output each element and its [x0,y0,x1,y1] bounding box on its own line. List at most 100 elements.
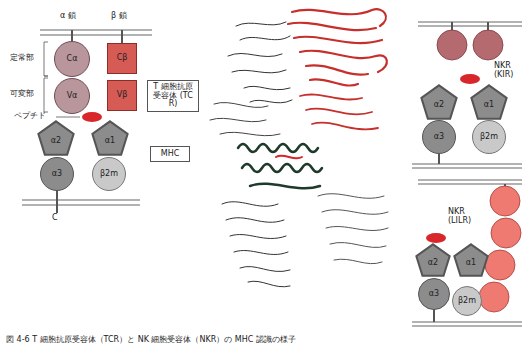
protein-ribbon [318,194,388,215]
part-label: 定常部 [10,54,34,63]
protein-domain: Vα [54,78,90,114]
domain-label: α2 [428,259,438,268]
domain-label: α3 [429,290,439,299]
protein-ribbon [300,94,378,129]
part-label: 可変部 [10,90,34,99]
protein-ribbon [236,22,290,40]
kir-domain [473,30,503,60]
protein-ribbon [306,65,368,74]
protein-ribbon [294,37,382,43]
protein-ribbon [276,156,302,159]
protein-domain: α3 [40,157,74,191]
protein-ribbon [210,102,280,135]
cell-membrane [418,25,522,26]
protein-ribbon [288,23,376,30]
part-label: β 鎖 [111,12,127,21]
domain-label: α2 [51,137,61,146]
domain-label: α3 [52,170,62,179]
protein-domain: α3 [422,120,456,154]
protein-ribbon [300,51,387,72]
domain-label: α1 [105,137,115,146]
protein-ribbon [210,102,268,121]
cell-membrane [40,29,152,30]
mhc-domain: α2 [421,85,457,119]
pentagon-outline [421,85,456,118]
protein-domain: β2m [452,286,482,316]
lilr-domain [479,186,521,312]
lilr-domain [479,282,509,312]
domain-label: α3 [434,133,444,142]
part-label: C [52,214,58,223]
peptide-oval [426,233,446,243]
lilr-domain [491,218,521,248]
cell-membrane [22,204,140,205]
chain-stalk [121,30,123,43]
protein-ribbon [312,123,378,130]
peptide-oval [82,112,102,122]
mhc-domain: α1 [92,121,128,155]
protein-ribbon [222,202,284,223]
domain-label: Cβ [117,54,128,63]
protein-ribbon [326,226,388,247]
cell-membrane [412,325,522,326]
protein-domain: α3 [418,278,450,310]
protein-ribbon [288,9,387,85]
domain-label: α1 [484,101,494,110]
part-label: NKR (LILR) [448,208,490,226]
chain-stalk [433,308,435,322]
domain-bracket [56,117,80,118]
protein-ribbon [242,164,322,172]
protein-ribbon [276,156,302,159]
protein-ribbon [228,53,286,72]
domain-label: Vα [67,92,78,101]
pentagon-outline [416,244,449,275]
domain-label: β2m [100,170,118,179]
cell-membrane [40,34,152,35]
cell-membrane [418,21,522,22]
protein-ribbon [222,202,290,287]
chain-stalk [56,190,58,213]
label-box: MHC [150,146,190,162]
lilr-domain [485,250,515,280]
domain-label: α1 [466,259,476,268]
protein-ribbon [228,22,292,103]
domain-label: β2m [458,297,476,306]
cell-membrane [418,179,522,180]
pentagon-outline [92,121,127,154]
mhc-domain: α2 [416,244,450,276]
domain-label: Cα [67,55,78,64]
pentagon-outline [454,244,487,275]
chain-stalk [451,22,453,30]
protein-ribbon [230,234,288,254]
pentagon-outline [38,121,73,154]
protein-ribbon [310,79,358,85]
lilr-domain [490,186,520,216]
box-label: MHC [161,150,180,159]
domain-label: β2m [480,133,498,142]
protein-ribbon [220,132,280,135]
cell-membrane [418,183,522,184]
pentagon-outline [471,85,506,118]
protein-ribbon [240,266,290,286]
domain-label: α2 [434,101,444,110]
label-box: T 細胞抗原受容体 (TCR) [147,80,199,112]
tcr-domain: Cβ [107,43,137,74]
peptide-oval [460,74,480,84]
protein-ribbon [300,94,372,114]
domain-label: Vβ [117,91,128,100]
protein-ribbon [318,194,388,264]
protein-ribbon [250,184,320,189]
protein-domain: β2m [92,157,126,191]
protein-domain: Cα [54,41,90,77]
protein-domain: β2m [472,120,506,154]
mhc-domain: α2 [38,121,74,155]
protein-ribbon [244,86,292,103]
protein-ribbon [210,9,388,287]
tcr-domain: Vβ [107,80,137,111]
kir-domain [437,30,503,60]
protein-ribbon [334,259,382,264]
part-label: NKR (KIR) [494,62,526,80]
chain-stalk [487,22,489,30]
box-label: T 細胞抗原受容体 (TCR) [150,83,196,109]
